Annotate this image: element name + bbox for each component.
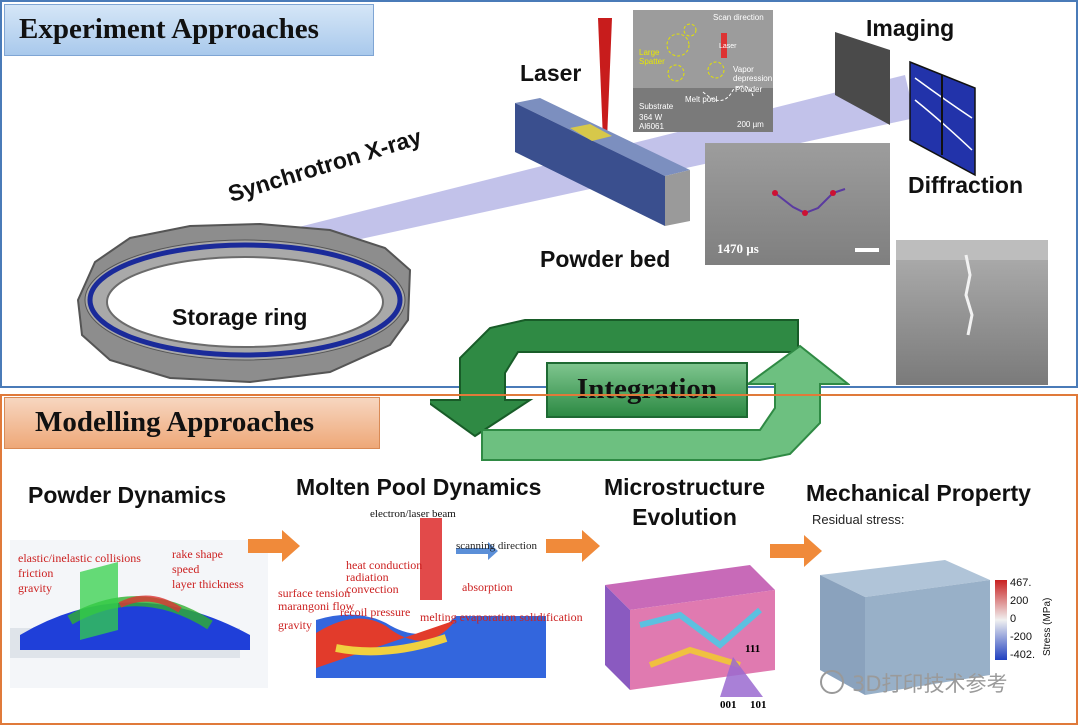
radiation-text: radiation [346, 570, 389, 584]
powder-dynamics-title: Powder Dynamics [28, 482, 227, 508]
rake-shape-text: rake shape [172, 547, 223, 561]
friction-text: friction [18, 566, 54, 580]
melting-text: melting evaporation solidification [420, 610, 583, 624]
scale-label: 200 µm [737, 120, 764, 129]
alloy-label: Al6061 [639, 122, 664, 131]
integration-arrows [430, 319, 850, 461]
heat-conduction-text: heat conduction [346, 558, 423, 572]
xray-image: Scan direction Large Spatter Laser Vapor… [633, 10, 773, 132]
absorption-text: absorption [462, 580, 513, 594]
recoil-text: recoil pressure [340, 605, 411, 619]
molten-gravity-text: gravity [278, 618, 312, 632]
stress-cube [820, 560, 990, 695]
stress-colorbar [995, 580, 1007, 660]
powder-bed-label: Powder bed [540, 246, 671, 272]
ipf-left-label: 001 [720, 699, 737, 711]
melt-pool-micrograph: 1470 µs [705, 143, 890, 265]
colorbar-tick: -402. [1010, 649, 1036, 661]
marangoni-text: marangoni flow [278, 599, 355, 613]
storage-ring [76, 222, 412, 384]
experiment-title: Experiment Approaches [19, 13, 319, 45]
scanning-direction-text: scanning direction [456, 540, 537, 552]
collisions-text: elastic/inelastic collisions [18, 551, 141, 565]
colorbar-tick: 0 [1010, 613, 1017, 625]
speed-text: speed [172, 562, 200, 576]
gravity-text: gravity [18, 581, 52, 595]
imaging-label: Imaging [866, 15, 955, 41]
colorbar-tick: 200 [1010, 595, 1029, 607]
large-spatter-label: Large Spatter [639, 48, 665, 66]
microstructure-figure: 111 001 101 [600, 555, 780, 725]
surface-tension-text: surface tension [278, 586, 351, 600]
wechat-icon [820, 670, 844, 694]
integration-label: Integration [576, 373, 718, 405]
experiment-panel [0, 0, 1078, 388]
laser-beam [598, 18, 612, 140]
substrate-label: Substrate [639, 102, 674, 111]
diffraction-label: Diffraction [908, 172, 1023, 198]
ipf-right-label: 101 [750, 699, 767, 711]
layer-thickness-text: layer thickness [172, 577, 244, 591]
arrow-3 [770, 535, 822, 567]
powder-bed [515, 98, 690, 226]
time-label: 1470 µs [717, 241, 759, 256]
arrow-up-right [481, 344, 850, 461]
ipf-top-label: 111 [745, 643, 761, 655]
arrow-down-left [430, 319, 799, 438]
modelling-header: Modelling Approaches [4, 397, 380, 449]
powder-inset-label: Powder [735, 85, 763, 94]
arrow-1 [248, 530, 300, 562]
diffraction-detector [909, 60, 976, 177]
beam-text: electron/laser beam [370, 508, 456, 520]
laser-label: Laser [520, 60, 582, 86]
melt-pool-label: Melt pool [685, 95, 718, 104]
convection-text: convection [346, 582, 399, 596]
storage-ring-label: Storage ring [172, 304, 308, 330]
colorbar-tick: -200 [1010, 631, 1033, 643]
microstructure-title: Microstructure Evolution [604, 474, 766, 530]
modelling-panel [0, 394, 1078, 725]
colorbar-ticks: 467. 200 0 -200 -402. [1010, 574, 1035, 664]
ipf-triangle [720, 657, 763, 697]
crack-micrograph [896, 240, 1048, 385]
arrow-2 [546, 530, 600, 562]
imaging-detector [835, 32, 890, 125]
scan-direction-label: Scan direction [713, 13, 764, 22]
molten-pool-title: Molten Pool Dynamics [296, 474, 542, 500]
laser-inset-label: Laser [719, 43, 737, 50]
residual-stress-label: Residual stress: [812, 512, 905, 527]
powder-dynamics-figure: elastic/inelastic collisions friction gr… [10, 540, 268, 688]
mechanical-title: Mechanical Property [806, 480, 1031, 506]
integration-box: Integration [546, 362, 748, 418]
colorbar-tick: 467. [1010, 577, 1032, 589]
watermark-text: 3D打印技术参考 [852, 672, 1008, 696]
colorbar-label-text: Stress (MPa) [1042, 597, 1053, 656]
experiment-header: Experiment Approaches [4, 4, 374, 56]
power-label: 364 W [639, 113, 663, 122]
modelling-title: Modelling Approaches [35, 406, 315, 438]
vapor-depression-label: Vapor depression [733, 65, 773, 83]
molten-pool-figure: electron/laser beam heat conduction radi… [276, 508, 583, 678]
